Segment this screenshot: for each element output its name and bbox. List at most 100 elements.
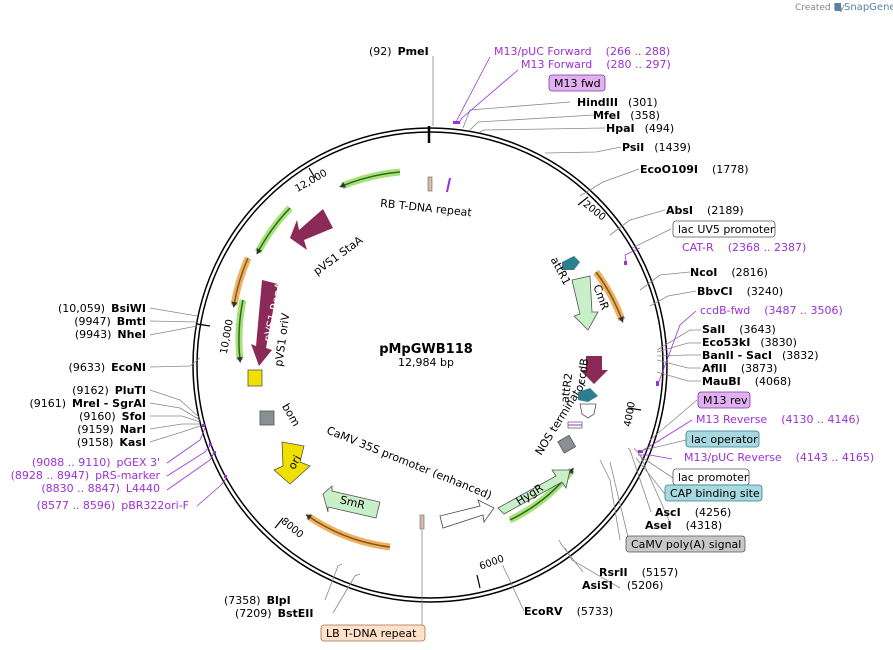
pvs1-repa-arrow bbox=[251, 280, 278, 366]
site-pos: (10,059) bbox=[58, 302, 105, 315]
primer-name: ccdB-fwd bbox=[700, 304, 750, 317]
svg-text:(8830 .. 8847)L4440: (8830 .. 8847)L4440 bbox=[41, 482, 160, 495]
primer-range: (4143 .. 4165) bbox=[796, 451, 875, 464]
box-label: M13 fwd bbox=[554, 77, 601, 90]
svg-text:(9633)EcoNI: (9633)EcoNI bbox=[69, 361, 146, 374]
primer-name: pRS-marker bbox=[95, 469, 160, 482]
rb-repeat-label: RB T-DNA repeat bbox=[380, 197, 473, 220]
svg-text:PsiI(1439): PsiI(1439) bbox=[622, 141, 691, 154]
site-pos: (9161) bbox=[29, 397, 66, 410]
box-label: lac UV5 promoter bbox=[678, 223, 775, 236]
svg-text:(9158)KasI: (9158)KasI bbox=[77, 436, 146, 449]
tick-6000: 6000 bbox=[478, 554, 506, 573]
site-name: PmeI bbox=[398, 45, 429, 58]
svg-text:(8577 .. 8596)pBR322ori-F: (8577 .. 8596)pBR322ori-F bbox=[37, 499, 189, 512]
credit-prefix: Created by bbox=[795, 3, 845, 13]
attr2-outline-arrow bbox=[579, 403, 597, 419]
smr-arrow bbox=[322, 485, 381, 519]
site-pos: (3643) bbox=[739, 323, 776, 336]
site-pos: (2189) bbox=[707, 204, 744, 217]
site-pos: (1778) bbox=[712, 163, 749, 176]
site-name: NcoI bbox=[690, 266, 717, 279]
site-name: BmtI bbox=[117, 315, 146, 328]
box-label: CAP binding site bbox=[670, 487, 760, 500]
primer-marks bbox=[202, 121, 659, 478]
svg-text:(7358)BlpI: (7358)BlpI bbox=[224, 594, 291, 607]
svg-text:RsrII(5157): RsrII(5157) bbox=[599, 566, 678, 579]
ccdb-arrow bbox=[580, 356, 608, 384]
boxed-feature-labels: M13 fwd lac UV5 promoter M13 rev lac ope… bbox=[320, 74, 776, 642]
plasmid-name: pMpGWB118 bbox=[379, 342, 473, 357]
svg-text:HindIII(301): HindIII(301) bbox=[577, 96, 658, 109]
site-name: BanII - SacI bbox=[702, 349, 772, 362]
site-name: AsiSI bbox=[582, 579, 613, 592]
site-pos: (9160) bbox=[79, 410, 116, 423]
svg-text:M13/pUC Forward(266 .. 288): M13/pUC Forward(266 .. 288) bbox=[494, 45, 670, 58]
svg-text:Eco53kI(3830): Eco53kI(3830) bbox=[702, 336, 797, 349]
svg-text:(9161)MreI - SgrAI: (9161) MreI - SgrAI bbox=[29, 397, 146, 410]
ori-label: ori bbox=[286, 453, 304, 472]
smr-orange-arc bbox=[306, 513, 391, 551]
site-pos: (7358) bbox=[224, 594, 261, 607]
site-pos: (9633) bbox=[69, 361, 106, 374]
svg-text:SalI(3643): SalI (3643) bbox=[702, 323, 776, 336]
site-name: AscI bbox=[655, 506, 681, 519]
staa-green-arc bbox=[254, 205, 293, 254]
primer-range: (280 .. 297) bbox=[606, 58, 671, 71]
site-name: PsiI bbox=[622, 141, 644, 154]
tick-4000: 4000 bbox=[623, 401, 638, 428]
nos-terminator-mark bbox=[557, 434, 577, 454]
svg-text:AflII(3873): AflII(3873) bbox=[702, 362, 777, 375]
svg-text:(92)PmeI: (92)PmeI bbox=[369, 45, 429, 58]
primer-name: pBR322ori-F bbox=[121, 499, 189, 512]
site-name: BsiWI bbox=[111, 302, 146, 315]
plasmid-size: 12,984 bp bbox=[398, 356, 454, 369]
left-orange-arc bbox=[230, 256, 252, 306]
site-pos: (4318) bbox=[686, 519, 723, 532]
primer-name: L4440 bbox=[126, 482, 160, 495]
site-pos: (9162) bbox=[72, 384, 109, 397]
site-pos: (5733) bbox=[577, 605, 614, 618]
site-pos: (358) bbox=[630, 109, 660, 122]
site-name: EcoO109I bbox=[640, 163, 698, 176]
box-label: M13 rev bbox=[703, 394, 748, 407]
hygr-arrow bbox=[497, 469, 571, 515]
svg-text:HpaI(494): HpaI(494) bbox=[606, 122, 674, 135]
site-pos: (5157) bbox=[642, 566, 679, 579]
site-name: NarI bbox=[120, 423, 146, 436]
svg-text:BbvCI(3240): BbvCI(3240) bbox=[697, 285, 783, 298]
bom-label: bom bbox=[279, 401, 302, 429]
primer-labels: M13/pUC Forward(266 .. 288) M13 Forward(… bbox=[11, 45, 875, 512]
site-name: AbsI bbox=[666, 204, 693, 217]
site-pos: (7209) bbox=[235, 607, 272, 620]
site-pos: (3240) bbox=[747, 285, 784, 298]
primer-name: M13/pUC Forward bbox=[494, 45, 592, 58]
svg-text:EcoRV(5733): EcoRV (5733) bbox=[524, 605, 613, 618]
pvs1-oriv-mark bbox=[247, 369, 263, 387]
site-name: AseI bbox=[645, 519, 672, 532]
svg-text:M13 Forward(280 .. 297): M13 Forward(280 .. 297) bbox=[521, 58, 671, 71]
credit-brand: SnapGene bbox=[844, 2, 893, 13]
snapgene-logo-icon bbox=[835, 3, 841, 11]
svg-text:AsiSI(5206): AsiSI(5206) bbox=[582, 579, 663, 592]
primer-name: M13 Reverse bbox=[696, 413, 767, 426]
pvs1-staa-label: pVS1 StaA bbox=[311, 233, 366, 278]
site-name: MreI - SgrAI bbox=[72, 397, 146, 410]
site-name: EcoRV bbox=[524, 605, 563, 618]
site-pos: (3830) bbox=[760, 336, 797, 349]
site-pos: (301) bbox=[628, 96, 658, 109]
svg-text:MfeI(358): MfeI(358) bbox=[593, 109, 660, 122]
primer-range: (8928 .. 8947) bbox=[11, 469, 90, 482]
site-name: BstEII bbox=[278, 607, 314, 620]
site-name: SfoI bbox=[122, 410, 146, 423]
site-pos: (494) bbox=[645, 122, 675, 135]
site-leader-lines bbox=[432, 56, 701, 612]
site-name: SalI bbox=[702, 323, 725, 336]
camv35s-label: CaMV 35S promoter (enhanced) bbox=[325, 424, 494, 502]
site-name: MauBI bbox=[702, 375, 741, 388]
site-pos: (9159) bbox=[77, 423, 114, 436]
primer-name: CAT-R bbox=[682, 241, 714, 254]
smr-label: SmR bbox=[339, 493, 367, 512]
